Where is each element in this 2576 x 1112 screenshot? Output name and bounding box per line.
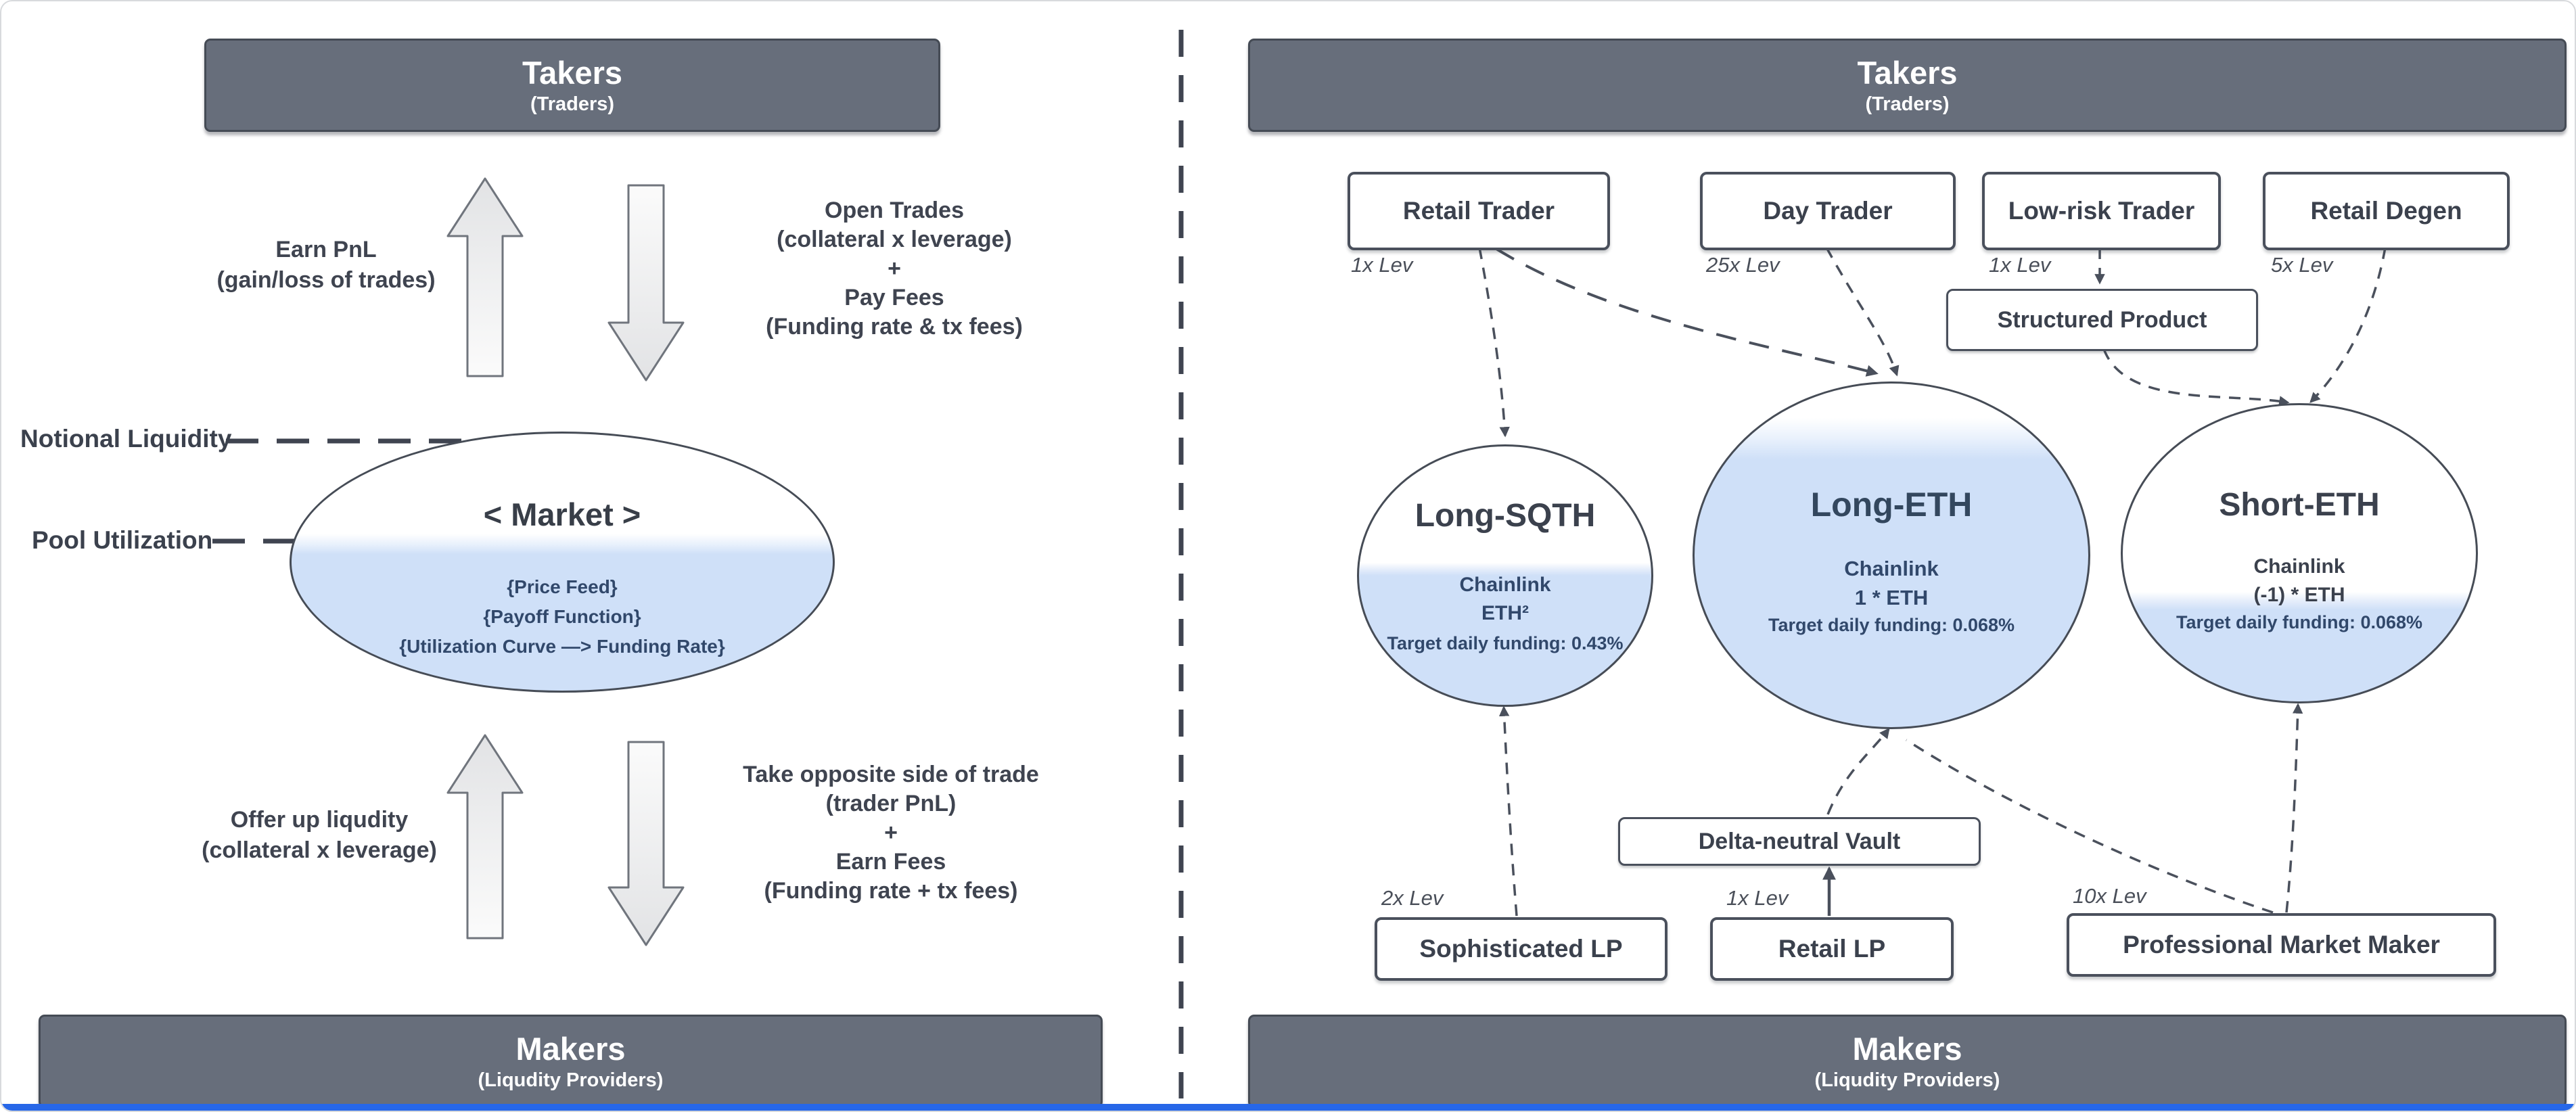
long-sqth-oracle: Chainlink	[1459, 574, 1551, 596]
long-sqth-title: Long-SQTH	[1414, 498, 1596, 534]
market-title: < Market >	[483, 496, 641, 532]
arrow-delta-vault-to-long-eth	[1826, 727, 1890, 815]
long-eth-payoff: 1 * ETH	[1854, 586, 1929, 609]
offer-liquidity-label: Offer up liqudity (collateral x leverage…	[202, 807, 437, 863]
arrow-retail-degen-to-short-eth	[2309, 247, 2387, 403]
market-body: {Price Feed} {Payoff Function} {Utilizat…	[399, 576, 725, 657]
lev-sophisticated-lp: 2x Lev	[1381, 886, 1444, 910]
node-retail-trader: Retail Trader	[1348, 172, 1610, 250]
node-day-trader: Day Trader	[1700, 172, 1956, 250]
right-takers-subtitle: (Traders)	[1865, 93, 1950, 115]
node-structured-product: Structured Product	[1946, 289, 2258, 351]
lev-day-trader: 25x Lev	[1706, 253, 1780, 277]
node-professional-market-maker: Professional Market Maker	[2067, 913, 2496, 977]
long-eth-ellipse: Long-ETH Chainlink 1 * ETH Target daily …	[1693, 381, 2090, 729]
arrow-structured-product-to-short-eth	[2102, 348, 2290, 407]
offer-liquidity-up-arrow	[446, 734, 524, 940]
arrow-day-trader-to-long-eth	[1825, 247, 1900, 377]
right-takers-title: Takers	[1857, 55, 1958, 91]
arrow-pro-market-maker-to-short-eth	[2285, 703, 2303, 913]
market-ellipse: < Market > {Price Feed} {Payoff Function…	[290, 432, 835, 693]
lev-retail-trader: 1x Lev	[1351, 253, 1413, 277]
lev-pro-market-maker: 10x Lev	[2073, 884, 2146, 908]
short-eth-payoff: (-1) * ETH	[2253, 584, 2345, 606]
long-eth-funding: Target daily funding: 0.068%	[1768, 615, 2015, 635]
lev-retail-degen: 5x Lev	[2271, 253, 2333, 277]
notional-liquidity-label: Notional Liquidity	[20, 425, 232, 453]
take-opposite-down-arrow	[607, 741, 685, 946]
long-eth-title: Long-ETH	[1810, 486, 1973, 524]
node-retail-degen: Retail Degen	[2263, 172, 2510, 250]
long-sqth-payoff: ETH²	[1481, 602, 1529, 624]
node-low-risk-trader: Low-risk Trader	[1982, 172, 2221, 250]
right-makers-subtitle: (Liqudity Providers)	[1814, 1069, 2000, 1091]
long-eth-oracle: Chainlink	[1844, 557, 1939, 580]
open-trades-down-arrow	[607, 184, 685, 381]
arrow-retail-trader-to-long-eth	[1495, 248, 1879, 377]
earn-pnl-up-arrow	[446, 177, 524, 377]
short-eth-oracle: Chainlink	[2253, 555, 2345, 578]
earn-pnl-label: Earn PnL (gain/loss of trades)	[216, 237, 436, 293]
arrow-retail-trader-to-long-sqth	[1478, 247, 1510, 438]
short-eth-funding: Target daily funding: 0.068%	[2176, 612, 2423, 632]
arrow-sophisticated-lp-to-long-sqth	[1498, 705, 1518, 917]
video-progress-bar	[1, 1104, 2575, 1111]
long-sqth-ellipse: Long-SQTH Chainlink ETH² Target daily fu…	[1357, 444, 1653, 707]
left-takers-header: Takers (Traders)	[204, 39, 940, 132]
lev-retail-lp: 1x Lev	[1726, 886, 1789, 910]
right-makers-header: Makers (Liqudity Providers)	[1248, 1015, 2567, 1108]
right-makers-title: Makers	[1852, 1031, 1962, 1067]
open-trades-label: Open Trades (collateral x leverage) + Pa…	[766, 198, 1023, 340]
right-takers-header: Takers (Traders)	[1248, 39, 2567, 132]
lev-low-risk-trader: 1x Lev	[1989, 253, 2051, 277]
left-makers-subtitle: (Liqudity Providers)	[478, 1069, 664, 1091]
node-delta-neutral-vault: Delta-neutral Vault	[1618, 817, 1981, 866]
line-pro-market-maker-to-long-eth	[1906, 739, 2274, 914]
short-eth-title: Short-ETH	[2219, 487, 2380, 523]
short-eth-ellipse: Short-ETH Chainlink (-1) * ETH Target da…	[2121, 403, 2478, 703]
node-sophisticated-lp: Sophisticated LP	[1375, 917, 1668, 981]
take-opposite-label: Take opposite side of trade (trader PnL)…	[743, 762, 1039, 904]
long-sqth-funding: Target daily funding: 0.43%	[1387, 633, 1624, 653]
left-takers-subtitle: (Traders)	[530, 93, 615, 115]
node-retail-lp: Retail LP	[1710, 917, 1954, 981]
left-takers-title: Takers	[522, 55, 623, 91]
left-makers-header: Makers (Liqudity Providers)	[39, 1015, 1103, 1108]
pool-utilization-label: Pool Utilization	[32, 526, 213, 554]
left-makers-title: Makers	[515, 1031, 626, 1067]
